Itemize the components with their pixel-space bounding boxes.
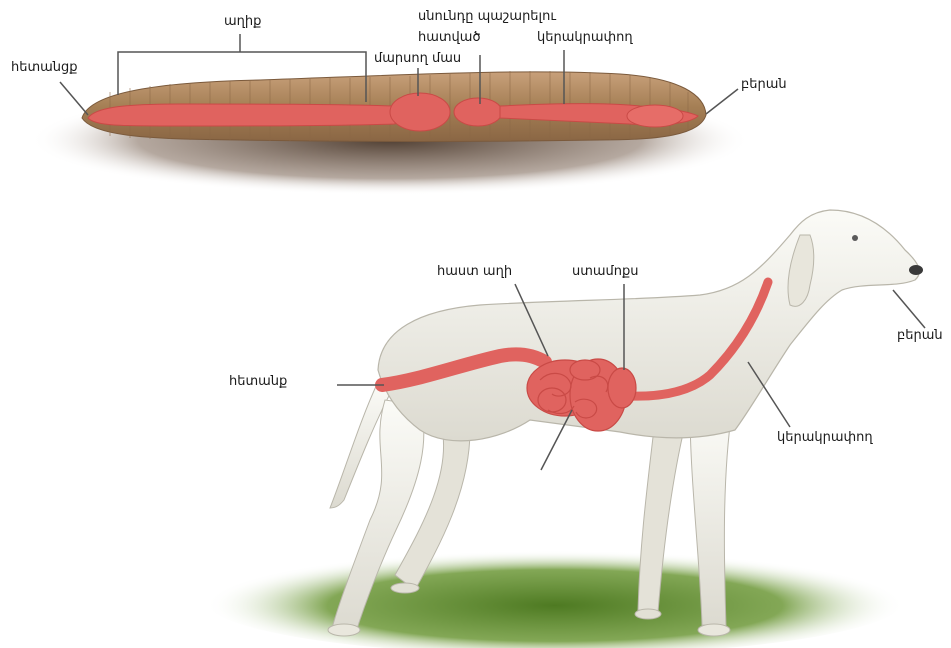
dog-paw xyxy=(391,583,419,593)
worm-label-gizzard: մարսող մաս xyxy=(374,51,461,66)
worm-label-mouth: բերան xyxy=(741,77,787,92)
worm-gizzard xyxy=(390,93,450,131)
dog-stomach xyxy=(608,368,636,408)
dog-paw xyxy=(635,609,661,619)
dog-label-mouth: բերան xyxy=(897,328,943,343)
dog-paw xyxy=(328,624,360,636)
dog-label-large-intestine: հաստ աղի xyxy=(437,264,512,279)
worm-label-esophagus: կերակրափող xyxy=(537,30,633,45)
worm-label-anus: հետանցք xyxy=(11,60,78,75)
worm-intestine xyxy=(88,104,395,126)
grass-patch xyxy=(205,545,905,648)
worm-label-crop-line1: սնունդը պաշարելու xyxy=(418,9,556,24)
dog-body xyxy=(378,210,919,441)
worm-crop xyxy=(454,98,502,126)
dog-label-anus: հետանք xyxy=(229,374,287,389)
dog-nose xyxy=(909,265,923,275)
dog-label-stomach: ստամոքս xyxy=(572,264,639,279)
dog-paw xyxy=(698,624,730,636)
dog-eye xyxy=(852,235,858,241)
dog-label-esophagus: կերակրափող xyxy=(777,430,873,445)
worm-pharynx xyxy=(627,105,683,127)
earthworm-illustration xyxy=(30,71,750,195)
worm-label-intestine: աղիք xyxy=(224,14,261,29)
worm-label-crop-line2: հատված xyxy=(418,30,481,45)
dog-illustration xyxy=(205,210,923,648)
